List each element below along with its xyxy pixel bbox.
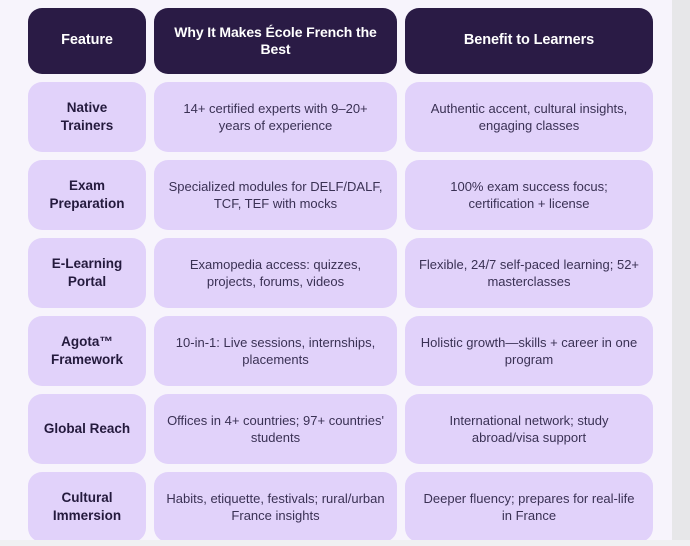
- column-gap: [146, 316, 154, 386]
- cell-feature: Global Reach: [28, 394, 146, 464]
- cell-why: Examopedia access: quizzes, projects, fo…: [154, 238, 397, 308]
- cell-feature: Agota™ Framework: [28, 316, 146, 386]
- cell-feature: Exam Preparation: [28, 160, 146, 230]
- table-row: Global Reach Offices in 4+ countries; 97…: [28, 394, 653, 464]
- table-row: Native Trainers 14+ certified experts wi…: [28, 82, 653, 152]
- column-gap: [146, 160, 154, 230]
- column-gap: [397, 160, 405, 230]
- vertical-scrollbar[interactable]: [672, 0, 690, 540]
- cell-feature: Native Trainers: [28, 82, 146, 152]
- column-gap: [397, 394, 405, 464]
- cell-why: Offices in 4+ countries; 97+ countries' …: [154, 394, 397, 464]
- column-gap: [146, 472, 154, 540]
- column-gap: [397, 316, 405, 386]
- cell-benefit: Holistic growth—skills + career in one p…: [405, 316, 653, 386]
- cell-why: Specialized modules for DELF/DALF, TCF, …: [154, 160, 397, 230]
- column-gap: [397, 238, 405, 308]
- column-gap: [146, 82, 154, 152]
- cell-benefit: International network; study abroad/visa…: [405, 394, 653, 464]
- cell-why: 14+ certified experts with 9–20+ years o…: [154, 82, 397, 152]
- table-header-why: Why It Makes École French the Best: [154, 8, 397, 74]
- table-header-benefit: Benefit to Learners: [405, 8, 653, 74]
- table-header-row: Feature Why It Makes École French the Be…: [28, 8, 653, 74]
- cell-feature: Cultural Immersion: [28, 472, 146, 540]
- window-bottom-strip: [0, 540, 690, 546]
- cell-why: Habits, etiquette, festivals; rural/urba…: [154, 472, 397, 540]
- cell-benefit: Flexible, 24/7 self-paced learning; 52+ …: [405, 238, 653, 308]
- table-row: E-Learning Portal Examopedia access: qui…: [28, 238, 653, 308]
- table-row: Cultural Immersion Habits, etiquette, fe…: [28, 472, 653, 540]
- column-gap: [146, 8, 154, 74]
- cell-benefit: Deeper fluency; prepares for real-life i…: [405, 472, 653, 540]
- cell-benefit: 100% exam success focus; certification +…: [405, 160, 653, 230]
- column-gap: [397, 82, 405, 152]
- table-header-feature: Feature: [28, 8, 146, 74]
- page-surface: Feature Why It Makes École French the Be…: [28, 8, 653, 540]
- column-gap: [146, 238, 154, 308]
- table-row: Agota™ Framework 10-in-1: Live sessions,…: [28, 316, 653, 386]
- cell-feature: E-Learning Portal: [28, 238, 146, 308]
- column-gap: [397, 472, 405, 540]
- column-gap: [397, 8, 405, 74]
- column-gap: [146, 394, 154, 464]
- comparison-table: Feature Why It Makes École French the Be…: [28, 8, 653, 540]
- cell-why: 10-in-1: Live sessions, internships, pla…: [154, 316, 397, 386]
- table-row: Exam Preparation Specialized modules for…: [28, 160, 653, 230]
- cell-benefit: Authentic accent, cultural insights, eng…: [405, 82, 653, 152]
